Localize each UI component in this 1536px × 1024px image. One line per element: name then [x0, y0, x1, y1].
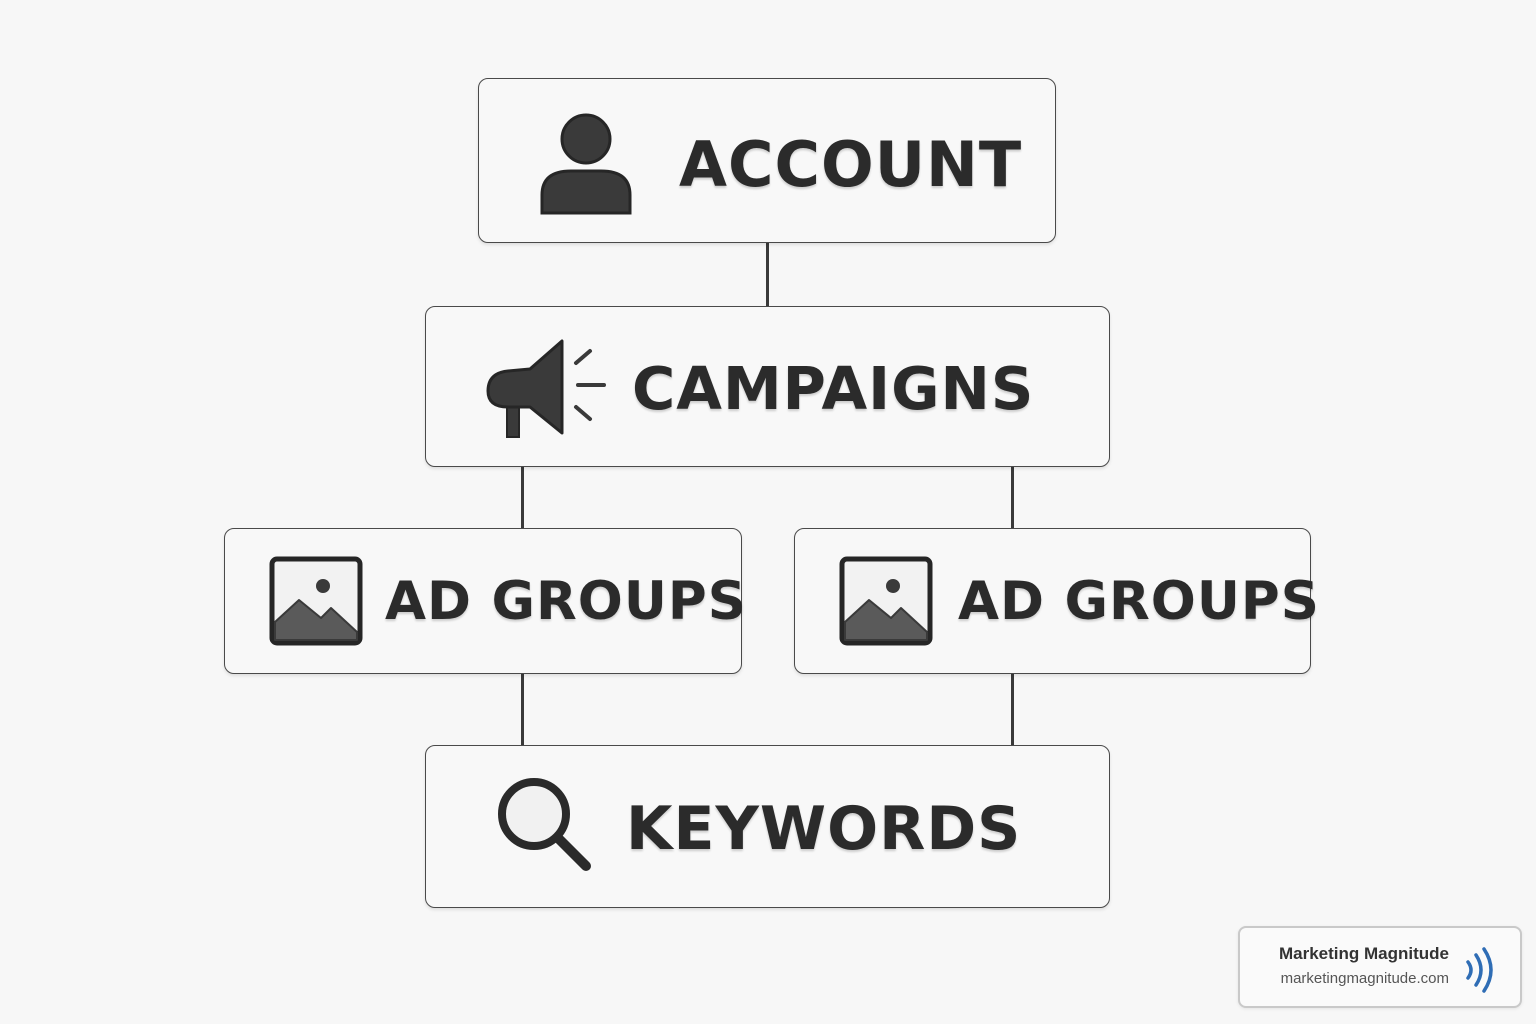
- signal-waves-icon: [1466, 947, 1493, 993]
- edge-ad-groups-right-keywords: [1011, 674, 1014, 745]
- edge-campaigns-ad-groups-right: [1011, 467, 1014, 528]
- node-account-label: ACCOUNT: [679, 128, 1023, 201]
- brand-badge: Marketing Magnitude marketingmagnitude.c…: [1238, 926, 1522, 1008]
- image-icon: [269, 556, 363, 646]
- search-icon: [498, 778, 591, 871]
- node-keywords: KEYWORDS: [425, 745, 1110, 908]
- node-campaigns-label: CAMPAIGNS: [632, 354, 1035, 423]
- image-icon: [839, 556, 933, 646]
- node-keywords-label: KEYWORDS: [626, 794, 1022, 864]
- node-ad-groups-right: AD GROUPS: [794, 528, 1319, 674]
- edge-ad-groups-left-keywords: [521, 674, 524, 745]
- brand-name: Marketing Magnitude: [1278, 944, 1449, 963]
- node-ad-groups-left: AD GROUPS: [224, 528, 746, 674]
- node-campaigns: CAMPAIGNS: [425, 306, 1110, 467]
- brand-url: marketingmagnitude.com: [1280, 970, 1449, 987]
- node-ad-groups-right-label: AD GROUPS: [958, 571, 1320, 632]
- megaphone-icon: [486, 339, 606, 438]
- node-account: ACCOUNT: [478, 78, 1056, 243]
- node-ad-groups-left-label: AD GROUPS: [385, 571, 747, 632]
- edge-campaigns-ad-groups-left: [521, 467, 524, 528]
- edge-account-campaigns: [766, 243, 769, 306]
- user-icon: [540, 113, 632, 215]
